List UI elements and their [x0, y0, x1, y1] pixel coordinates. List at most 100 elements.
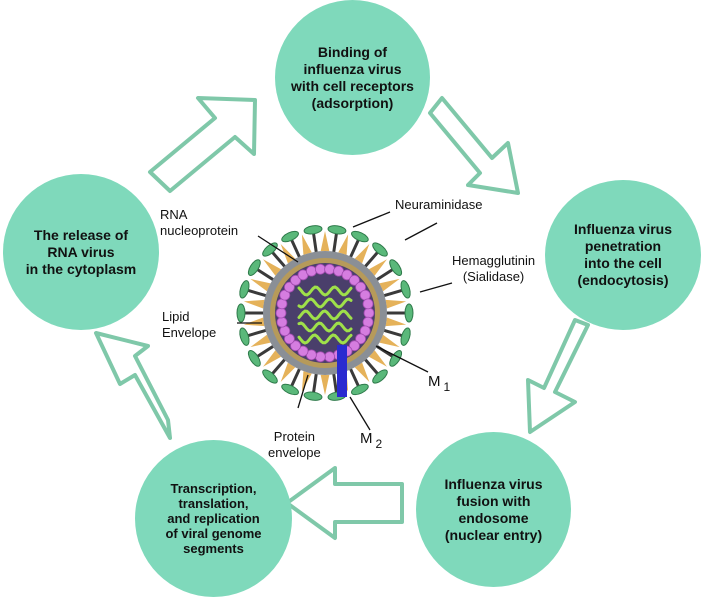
rna-strand: [297, 297, 353, 309]
spike-stalk: [348, 239, 360, 260]
stage-transcription-circle: Transcription, translation, and replicat…: [135, 440, 292, 597]
matrix-bead: [306, 265, 317, 277]
neuraminidase-spike: [400, 280, 411, 299]
spike-stalk: [256, 344, 276, 358]
label-m2-subscript: 2: [375, 437, 383, 451]
neuraminidase-spike: [236, 303, 246, 323]
stage-penetration-circle: Influenza virus penetration into the cel…: [545, 180, 701, 330]
arrow-fusion-to-transcription: [285, 466, 404, 540]
matrix-protein-beads: [275, 263, 375, 363]
matrix-bead: [315, 263, 326, 275]
rna-strand: [297, 285, 353, 297]
label-rna-nucleoprotein: RNA nucleoprotein: [160, 207, 239, 238]
neuraminidase-spike: [247, 350, 261, 367]
spike-stalk: [382, 328, 403, 337]
spike-stalk: [290, 366, 302, 387]
arrow-binding-to-penetration: [428, 96, 520, 195]
label-lipid-envelope: Lipid Envelope: [162, 309, 217, 340]
matrix-bead: [359, 325, 371, 337]
spike-stalk: [312, 233, 318, 254]
neuraminidase-spike: [389, 259, 403, 276]
matrix-bead: [362, 298, 374, 310]
hemagglutinin-spike: [250, 334, 271, 348]
matrix-bead: [363, 307, 375, 319]
rna-nucleoprotein-strands: [297, 285, 353, 345]
spike-stalk: [247, 328, 268, 337]
matrix-bead: [284, 333, 295, 345]
neuraminidase-spike: [404, 303, 414, 323]
spike-stalk: [332, 372, 338, 393]
label-m1-subscript: 1: [443, 380, 451, 394]
spike-stalk: [290, 239, 302, 260]
hemagglutinin-spike: [263, 259, 282, 276]
neuraminidase-spike: [303, 391, 323, 401]
label-protein-envelope: Protein envelope: [268, 429, 321, 460]
spike-stalk: [374, 268, 394, 282]
surface-spikes: [236, 225, 414, 401]
neuraminidase-spike: [372, 242, 388, 257]
hemagglutinin-spike: [379, 278, 400, 292]
label-m2-letter: M: [360, 430, 373, 447]
label-pointers: [237, 211, 453, 431]
spike-stalk: [271, 357, 287, 375]
label-hemagglutinin: Hemagglutinin (Sialidase): [452, 253, 536, 284]
spike-stalk: [332, 233, 338, 254]
stage-transcription-text: Transcription, translation, and replicat…: [165, 481, 262, 556]
hemagglutinin-spike: [250, 278, 271, 292]
neuraminidase-spike: [372, 369, 388, 384]
neuraminidase-spike: [351, 230, 369, 243]
rna-strand: [297, 321, 353, 333]
stage-penetration-text: Influenza virus penetration into the cel…: [573, 221, 673, 288]
hemagglutinin-spike: [354, 362, 370, 382]
neuraminidase-spike: [327, 225, 347, 235]
neuraminidase-spike: [247, 259, 261, 276]
inner-membrane: [275, 263, 375, 363]
arrow-transcription-to-release: [94, 331, 172, 440]
stage-fusion-text: Influenza virus fusion with endosome (nu…: [444, 475, 543, 543]
stage-fusion-circle: Influenza virus fusion with endosome (nu…: [416, 432, 571, 587]
matrix-bead: [324, 351, 335, 363]
hemagglutinin-spike: [243, 317, 265, 327]
arrow-release-to-binding: [148, 96, 257, 193]
m2-ion-channel: [337, 345, 347, 397]
matrix-bead: [276, 316, 288, 328]
matrix-bead: [284, 281, 295, 293]
hemagglutinin-spike: [263, 350, 282, 367]
matrix-bead: [290, 340, 301, 352]
spike-stalk: [363, 357, 379, 375]
stage-release-text: The release of RNA virus in the cytoplas…: [25, 226, 137, 277]
spike-stalk: [256, 268, 276, 282]
spike-stalk: [271, 251, 287, 269]
arrow-penetration-to-fusion: [526, 318, 590, 434]
hemagglutinin-spike: [338, 234, 349, 255]
spike-stalk: [312, 372, 318, 393]
matrix-bead: [279, 289, 291, 301]
neuraminidase-spike: [303, 225, 323, 235]
neuraminidase-spike: [239, 280, 250, 299]
neuraminidase-spike: [262, 369, 278, 384]
rna-strand: [297, 333, 353, 345]
label-neuraminidase: Neuraminidase: [395, 197, 483, 212]
hemagglutinin-spike: [368, 350, 387, 367]
spike-stalk: [382, 289, 403, 298]
neuraminidase-spike: [281, 383, 299, 396]
matrix-bead: [290, 274, 301, 286]
hemagglutinin-spike: [385, 317, 407, 327]
spike-stalk: [247, 289, 268, 298]
neuraminidase-spike: [239, 327, 250, 346]
label-m1-letter: M: [428, 373, 441, 390]
hemagglutinin-spike: [301, 234, 312, 255]
matrix-bead: [341, 269, 353, 281]
hemagglutinin-spike: [280, 362, 296, 382]
matrix-bead: [324, 263, 335, 275]
matrix-bead: [275, 307, 287, 319]
matrix-bead: [297, 345, 309, 357]
matrix-bead: [349, 274, 360, 286]
neuraminidase-spike: [400, 327, 411, 346]
hemagglutinin-spike: [243, 299, 265, 309]
